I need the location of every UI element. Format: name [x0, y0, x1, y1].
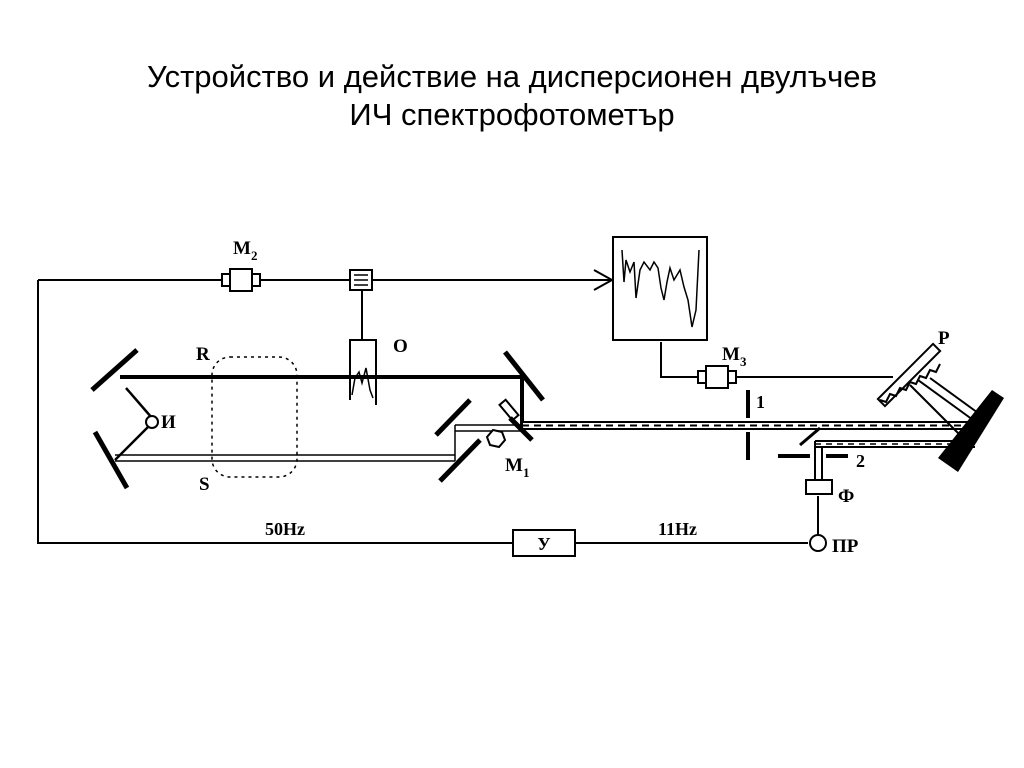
label-slit-1: 1 [756, 392, 765, 412]
label-filter: Ф [838, 486, 854, 507]
detector [809, 534, 827, 552]
recorder-spectrum-trace [621, 249, 700, 328]
label-amplifier: У [537, 534, 550, 554]
source-mirrors [90, 348, 153, 490]
label-o: O [393, 336, 408, 357]
electrical-wiring [37, 279, 893, 544]
plane-mirror-2 [799, 426, 821, 447]
source-lamp [145, 415, 159, 429]
flat-mirrors [434, 350, 545, 483]
reference-beam-r [120, 375, 524, 425]
rotating-mirror-m1 [485, 398, 534, 449]
motor-m3 [697, 365, 737, 389]
diffraction-grating-p [876, 342, 942, 408]
label-source: И [161, 412, 176, 433]
page-title: Устройство и действие на дисперсионен дв… [0, 58, 1024, 134]
label-50hz: 50Hz [265, 519, 305, 539]
label-11hz: 11Hz [658, 519, 697, 539]
label-m2: M2 [233, 238, 257, 263]
filter [805, 479, 833, 495]
label-s: S [199, 474, 210, 495]
label-slit-2: 2 [856, 451, 865, 471]
sample-compartment-outline [211, 356, 298, 478]
collimating-mirror [938, 390, 1004, 472]
amplifier [512, 529, 576, 557]
label-p: P [938, 328, 950, 349]
recorder [612, 236, 708, 341]
title-line-1: Устройство и действие на дисперсионен дв… [146, 59, 877, 94]
label-m1: M1 [505, 455, 529, 480]
title-line-2: ИЧ спектрофотометър [349, 97, 675, 132]
label-m3: M3 [722, 344, 747, 369]
label-r: R [196, 344, 210, 365]
label-detector: ПР [832, 536, 859, 557]
sample-beam-s [115, 424, 522, 462]
combined-beam [521, 421, 978, 430]
motor-m2 [221, 268, 261, 292]
